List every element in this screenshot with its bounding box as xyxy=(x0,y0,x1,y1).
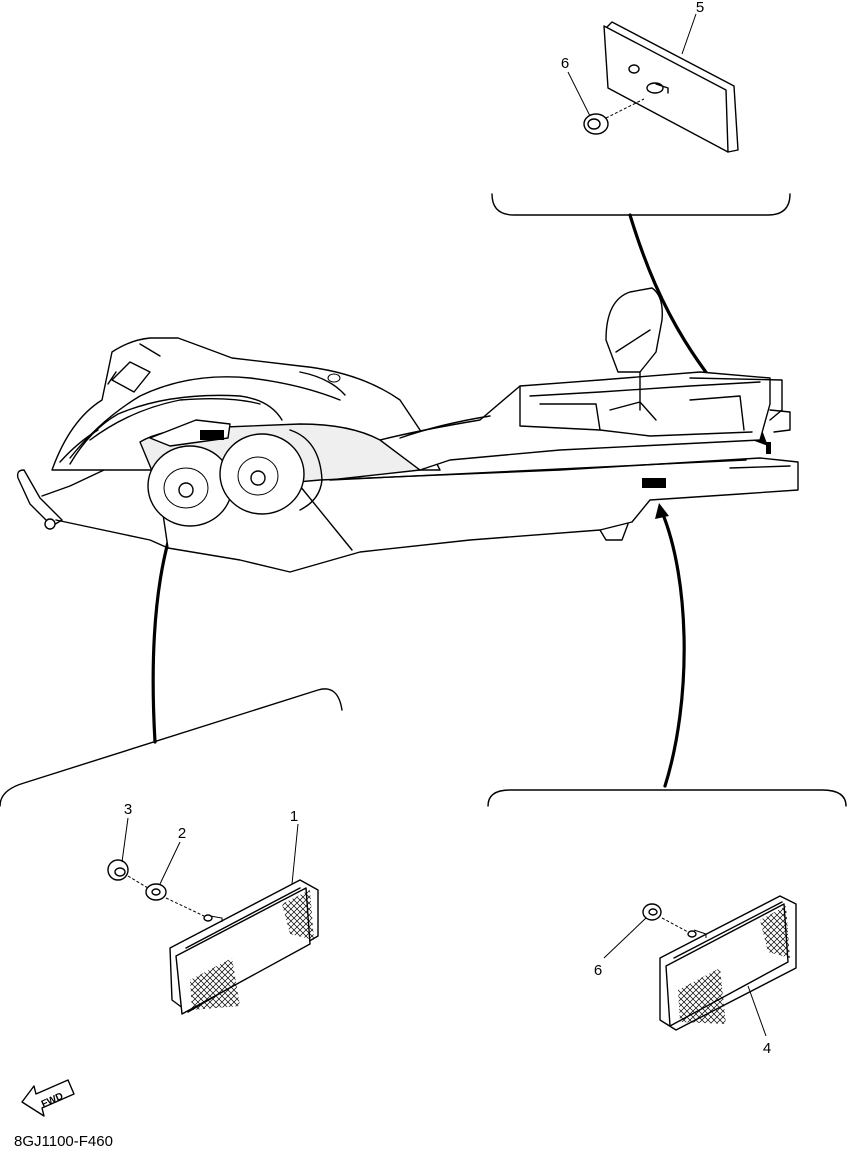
leader-line-1 xyxy=(291,823,299,885)
leader-line-6-top xyxy=(567,71,591,117)
top-detail-frame xyxy=(491,193,791,216)
leader-line-6-right xyxy=(603,917,647,959)
part-2-washer xyxy=(145,883,167,901)
leader-arrow-right xyxy=(655,503,686,788)
part-3-nut xyxy=(107,859,129,881)
snowmobile-illustration xyxy=(16,287,799,573)
bottom-right-detail-frame xyxy=(487,789,847,807)
leader-line-2 xyxy=(159,841,181,885)
leader-line-5 xyxy=(681,13,697,55)
part-1-reflector xyxy=(169,879,319,1015)
leader-line-3 xyxy=(121,817,129,863)
part-4-reflector xyxy=(659,895,797,1031)
callout-2: 2 xyxy=(178,825,186,842)
part-6-nut-top xyxy=(583,98,645,135)
drawing-code: 8GJ1100-F460 xyxy=(14,1133,113,1150)
part-5-reflector-plate xyxy=(603,21,739,153)
callout-1: 1 xyxy=(290,808,298,825)
callout-6-right: 6 xyxy=(594,962,602,979)
callout-4: 4 xyxy=(763,1040,771,1057)
leader-line-4 xyxy=(747,985,767,1037)
fwd-arrow-icon: FWD xyxy=(21,1079,75,1117)
callout-5: 5 xyxy=(696,0,704,16)
callout-6-top: 6 xyxy=(561,55,569,72)
bottom-left-detail-frame xyxy=(0,688,343,807)
part-6-nut-right xyxy=(642,903,689,933)
assembly-axis-left xyxy=(127,875,205,917)
callout-3: 3 xyxy=(124,801,132,818)
